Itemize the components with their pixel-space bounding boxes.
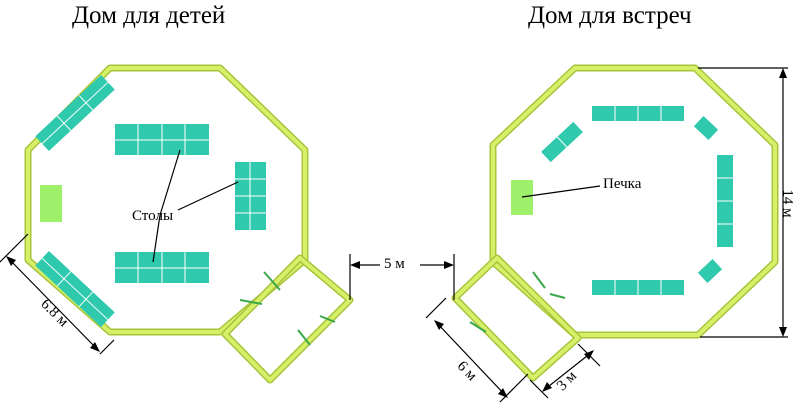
table-upper-right-small xyxy=(693,116,719,140)
table-lower-left xyxy=(35,250,115,328)
stove-block xyxy=(511,180,533,215)
table-top-center xyxy=(115,124,209,155)
table-lower-right-small xyxy=(697,259,723,283)
table-bottom-center xyxy=(115,252,209,283)
left-octagon-wall xyxy=(26,66,307,334)
table-right-vertical xyxy=(235,162,266,230)
leader-lines xyxy=(152,149,601,263)
right-building-walls xyxy=(451,64,779,382)
left-building-tables xyxy=(35,74,266,328)
table-upper-left-diagonal xyxy=(541,121,583,163)
right-octagon-wall xyxy=(491,66,777,337)
table-top-long xyxy=(592,106,684,121)
left-stove-block xyxy=(40,185,62,222)
dimension-gap: 5 м xyxy=(384,256,405,272)
dimension-height: 14 м xyxy=(779,189,796,218)
title-children-house: Дом для детей xyxy=(72,2,226,29)
right-building-tables xyxy=(511,106,733,295)
label-stove: Печка xyxy=(603,176,642,192)
grass-marks xyxy=(239,271,566,346)
title-meeting-house: Дом для встреч xyxy=(528,2,692,29)
table-bottom-long xyxy=(592,280,684,295)
label-tables: Столы xyxy=(132,208,174,224)
table-right-vertical-long xyxy=(717,155,733,247)
right-annex-wall xyxy=(453,256,580,380)
table-upper-left xyxy=(35,74,115,152)
dimension-lines xyxy=(0,67,788,403)
